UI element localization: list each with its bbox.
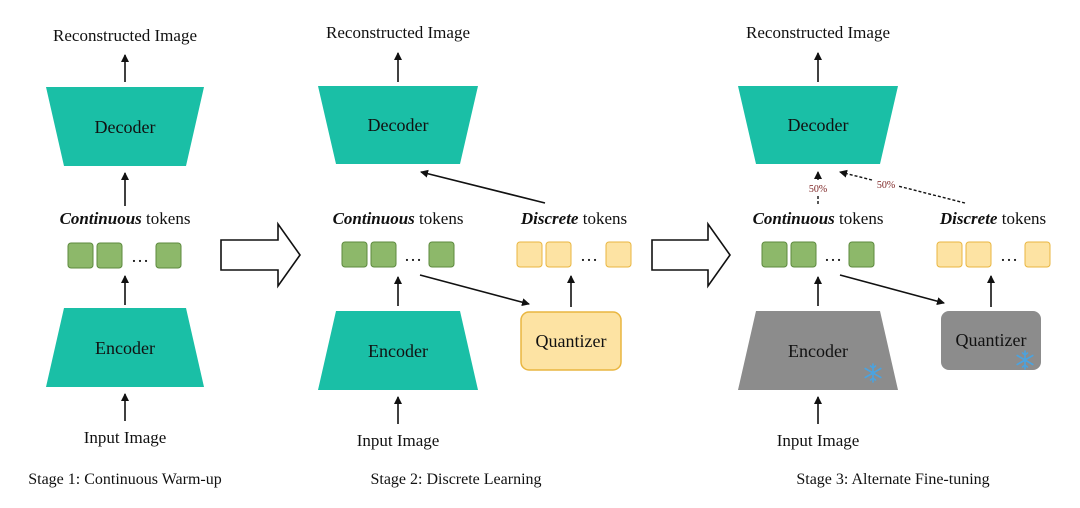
- stage1-ellipsis: …: [131, 246, 149, 266]
- stage1-caption: Stage 1: Continuous Warm-up: [28, 471, 222, 488]
- stage2-continuous-token: [341, 241, 368, 268]
- stage1-encoder-label: Encoder: [95, 338, 155, 358]
- stage3-decoder-label: Decoder: [788, 115, 849, 135]
- stage2-to-stage3-arrow: [651, 221, 731, 289]
- stage1-output-label: Reconstructed Image: [53, 26, 197, 45]
- stage2-discrete-ellipsis: …: [580, 245, 598, 265]
- stage3-discrete-emph: Discrete: [939, 209, 998, 228]
- stage2: Reconstructed Image Decoder Continuous t…: [318, 23, 632, 488]
- stage2-discrete-label: Discrete tokens: [520, 209, 627, 228]
- stage3-continuous-token: [761, 241, 788, 268]
- stage3: Reconstructed Image Decoder 50% 50% Cont…: [738, 23, 1051, 488]
- stage2-discrete-emph: Discrete: [520, 209, 579, 228]
- stage2-encoder-label: Encoder: [368, 341, 428, 361]
- stage1-tokens-emph: Continuous: [60, 209, 143, 228]
- stage3-discrete-percent: 50%: [877, 180, 895, 191]
- stage3-continuous-rest: tokens: [835, 209, 884, 228]
- stage2-continuous-token: [428, 241, 455, 268]
- stage3-discrete-to-decoder-tail: [897, 185, 966, 204]
- stage3-continuous-ellipsis: …: [824, 245, 842, 265]
- stage2-continuous-ellipsis: …: [404, 245, 422, 265]
- stage3-discrete-to-decoder-arrow: [839, 169, 873, 181]
- stage1-continuous-token: [67, 242, 94, 269]
- stage3-discrete-token: [1024, 241, 1051, 268]
- stage3-discrete-rest: tokens: [997, 209, 1046, 228]
- stage3-decoder-block: [738, 86, 898, 164]
- stage2-continuous-label: Continuous tokens: [333, 209, 464, 228]
- stage2-quantizer-label: Quantizer: [536, 331, 607, 351]
- stage1-continuous-token: [155, 242, 182, 269]
- stage3-continuous-label: Continuous tokens: [753, 209, 884, 228]
- stage3-encoder-label: Encoder: [788, 341, 848, 361]
- stage3-tokens-to-quantizer-arrow: [839, 274, 945, 306]
- stage3-continuous-token: [848, 241, 875, 268]
- stage2-tokens-to-quantizer-arrow: [419, 274, 530, 307]
- stage2-discrete-token: [545, 241, 572, 268]
- stage3-quantizer-block-frozen: [941, 311, 1041, 370]
- stage2-discrete-token: [516, 241, 543, 268]
- stage2-discrete-to-decoder-arrow: [420, 169, 546, 204]
- stage2-decoder-label: Decoder: [368, 115, 429, 135]
- stage1-decoder-label: Decoder: [95, 117, 156, 137]
- stage2-encoder-block: [318, 311, 478, 390]
- stage3-output-label: Reconstructed Image: [746, 23, 890, 42]
- stage3-encoder-block-frozen: [738, 311, 898, 390]
- stage1: Reconstructed Image Decoder Continuous t…: [28, 26, 222, 488]
- stage2-discrete-rest: tokens: [578, 209, 627, 228]
- stage3-input-label: Input Image: [777, 431, 860, 450]
- stage1-tokens-label: Continuous tokens: [60, 209, 191, 228]
- stage2-quantizer-block: [520, 311, 622, 371]
- stage3-continuous-percent: 50%: [809, 184, 827, 195]
- stage1-encoder-block: [46, 308, 204, 387]
- stage2-continuous-token: [370, 241, 397, 268]
- stage2-caption: Stage 2: Discrete Learning: [370, 471, 541, 488]
- stage1-continuous-token: [96, 242, 123, 269]
- stage3-quantizer-label: Quantizer: [956, 330, 1027, 350]
- stage3-continuous-emph: Continuous: [753, 209, 836, 228]
- stage2-output-label: Reconstructed Image: [326, 23, 470, 42]
- stage2-discrete-token: [605, 241, 632, 268]
- stage3-discrete-label: Discrete tokens: [939, 209, 1046, 228]
- stage2-input-label: Input Image: [357, 431, 440, 450]
- stage1-input-label: Input Image: [84, 428, 167, 447]
- stage3-caption: Stage 3: Alternate Fine-tuning: [796, 471, 989, 488]
- stage1-to-stage2-arrow: [220, 221, 301, 289]
- stage3-discrete-ellipsis: …: [1000, 245, 1018, 265]
- stage2-continuous-emph: Continuous: [333, 209, 416, 228]
- stage3-continuous-token: [790, 241, 817, 268]
- stage1-tokens-rest: tokens: [142, 209, 191, 228]
- stage2-continuous-rest: tokens: [415, 209, 464, 228]
- stage1-decoder-block: [46, 87, 204, 166]
- stage2-decoder-block: [318, 86, 478, 164]
- stage3-discrete-token: [936, 241, 963, 268]
- stage3-discrete-token: [965, 241, 992, 268]
